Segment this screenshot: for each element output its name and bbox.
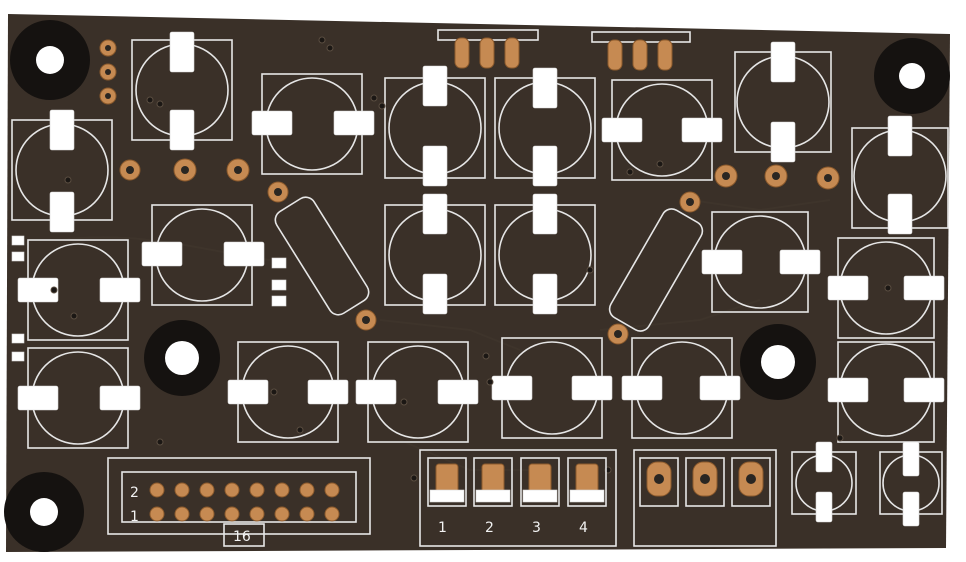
via-pad [355,309,377,331]
header-row-label-bottom: 1 [130,509,139,525]
capacitor [491,337,613,439]
via-pad [173,158,197,182]
header-pins [149,482,340,522]
via-pad [119,159,141,181]
capacitor [251,73,375,175]
capacitor [131,31,233,151]
header-row-label-top: 2 [130,485,139,501]
terminal-label-2: 2 [485,520,494,536]
via-pad [226,158,250,182]
mounting-holes [4,20,950,552]
via-pad [99,39,117,57]
via-pad [267,181,289,203]
pcb-substrate [6,14,950,552]
capacitor [827,237,945,339]
terminal-label-4: 4 [579,520,588,536]
capacitor-footprints [11,31,949,449]
header-pin-count-label: 16 [233,529,251,545]
capacitor [17,239,141,341]
terminal-label-3: 3 [532,520,541,536]
via-pad [607,323,629,345]
via-pad [714,164,738,188]
capacitor [701,211,821,313]
crystal-footprint-right [608,208,704,332]
capacitor [11,109,113,233]
capacitor [734,41,832,163]
capacitor [227,341,349,443]
via-pad [99,87,117,105]
terminal-label-1: 1 [438,520,447,536]
terminal-block-4: 1 2 3 4 [419,449,617,547]
capacitor [601,79,723,181]
capacitor [851,115,949,235]
capacitor [355,341,479,443]
via-pad [679,191,701,213]
via-pad [764,164,788,188]
capacitor [621,337,741,439]
smd-components [11,235,287,362]
through-hole-pads [99,39,840,345]
capacitor [494,193,596,315]
small-capacitor-bottom-right-2 [879,441,943,527]
capacitor [384,193,486,315]
capacitor [494,67,596,187]
ribbon-header-16pin: 2 1 16 [107,457,371,547]
capacitor [827,341,945,443]
via-pad [99,63,117,81]
top-connector-left [437,29,539,69]
capacitor [17,347,141,449]
crystal-footprint-left [274,196,370,316]
capacitor [384,65,486,187]
capacitor [141,204,265,306]
oval-components [274,196,704,332]
terminal-block-3 [633,449,777,547]
via-pad [816,166,840,190]
small-capacitor-bottom-right-1 [791,441,857,523]
header-outline [107,457,371,535]
top-connector-right [591,31,691,71]
